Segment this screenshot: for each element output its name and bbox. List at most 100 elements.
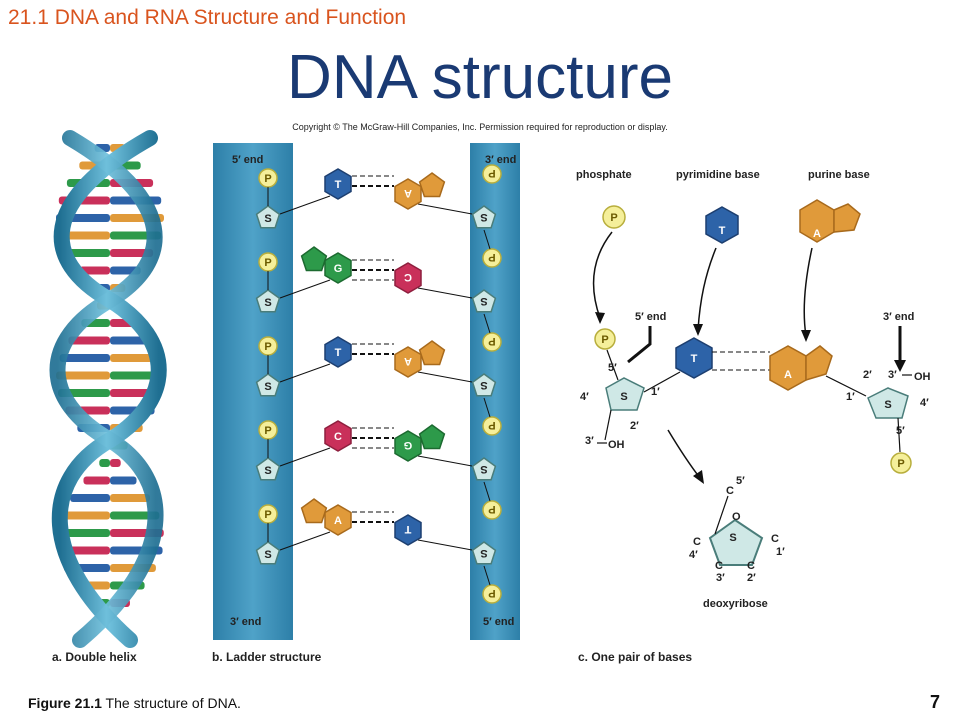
base-symbol: A bbox=[404, 355, 412, 367]
double-helix bbox=[49, 130, 167, 648]
deoxyribose-c5: C bbox=[726, 485, 734, 497]
base-C: C bbox=[394, 262, 422, 294]
pair-thymine bbox=[675, 337, 713, 379]
base-symbol: G bbox=[334, 263, 343, 275]
deoxyribose-prime-3: 3′ bbox=[716, 572, 725, 584]
phosphate-symbol: P bbox=[488, 251, 495, 263]
pair-right-sugar-symbol: S bbox=[884, 399, 891, 411]
ladder-sugar: S bbox=[471, 457, 497, 481]
ladder-phosphate: P bbox=[258, 420, 278, 440]
phosphate-symbol: P bbox=[488, 503, 495, 515]
left-sugar-oh: OH bbox=[608, 439, 625, 451]
base-symbol: G bbox=[404, 439, 413, 451]
ladder-phosphate: P bbox=[482, 332, 502, 352]
base-A: A bbox=[300, 498, 352, 536]
page-number: 7 bbox=[929, 692, 940, 712]
ladder-right-top-label: 3′ end bbox=[485, 154, 516, 166]
ladder-phosphate: P bbox=[258, 336, 278, 356]
right-sugar-oh: OH bbox=[914, 371, 931, 383]
phosphate-symbol: P bbox=[488, 335, 495, 347]
pair-left-sugar bbox=[605, 377, 645, 411]
left-sugar-prime-5: 5′ bbox=[608, 362, 617, 374]
left-backbone bbox=[213, 143, 293, 640]
base-symbol: C bbox=[404, 271, 412, 283]
left-sugar-prime-2: 2′ bbox=[630, 420, 639, 432]
deoxyribose-s-symbol: S bbox=[729, 532, 736, 544]
phosphate-symbol: P bbox=[264, 341, 271, 353]
ladder-phosphate: P bbox=[258, 252, 278, 272]
base-symbol: A bbox=[334, 515, 342, 527]
base-G: G bbox=[394, 424, 446, 462]
ladder-sugar: S bbox=[255, 541, 281, 565]
helix-rung bbox=[58, 231, 162, 240]
ladder-right-bottom-label: 5′ end bbox=[483, 616, 514, 628]
base-A: A bbox=[394, 172, 446, 210]
deoxyribose-oxygen: O bbox=[732, 511, 741, 523]
slide-title: DNA structure bbox=[287, 43, 673, 112]
base-T: T bbox=[324, 168, 352, 200]
right-sugar-prime-5: 5′ bbox=[896, 425, 905, 437]
phosphate-symbol: P bbox=[488, 419, 495, 431]
sugar-symbol: S bbox=[264, 549, 271, 561]
helix-strand-1 bbox=[51, 130, 167, 648]
base-symbol: A bbox=[404, 187, 412, 199]
pair-left-end-label: 5′ end bbox=[635, 311, 666, 323]
figure-number: Figure 21.1 bbox=[28, 695, 102, 711]
ladder-sugar: S bbox=[255, 205, 281, 229]
phosphate-symbol: P bbox=[264, 173, 271, 185]
ladder-phosphate: P bbox=[482, 584, 502, 604]
copyright-notice: Copyright © The McGraw-Hill Companies, I… bbox=[292, 122, 668, 132]
base-symbol: T bbox=[335, 179, 342, 191]
pair-adenine-symbol: A bbox=[784, 369, 792, 381]
deoxyribose-prime-2: 2′ bbox=[747, 572, 756, 584]
sugar-symbol: S bbox=[264, 297, 271, 309]
helix-rung bbox=[68, 336, 152, 345]
legend-phosphate: P bbox=[602, 205, 626, 229]
pair-left-sugar-symbol: S bbox=[620, 391, 627, 403]
ladder-phosphate: P bbox=[258, 504, 278, 524]
caption-double-helix: a. Double helix bbox=[52, 650, 137, 664]
legend-purine: A bbox=[799, 199, 861, 243]
ladder-sugar: S bbox=[471, 205, 497, 229]
phosphate-symbol: P bbox=[264, 425, 271, 437]
deoxyribose-prime-5: 5′ bbox=[736, 475, 745, 487]
phosphate-symbol: P bbox=[488, 167, 495, 179]
purine-label: purine base bbox=[808, 169, 870, 181]
base-symbol: C bbox=[334, 431, 342, 443]
section-title: 21.1 DNA and RNA Structure and Function bbox=[8, 6, 407, 29]
pair-right-phosphate bbox=[890, 452, 912, 474]
base-T: T bbox=[394, 514, 422, 546]
left-sugar-prime-1: 1′ bbox=[651, 386, 660, 398]
ladder-sugar: S bbox=[255, 289, 281, 313]
deoxyribose-c2: C bbox=[747, 560, 755, 572]
ladder-left-bottom-label: 3′ end bbox=[230, 616, 261, 628]
legend-phosphate-symbol: P bbox=[610, 212, 617, 224]
helix-rung bbox=[66, 249, 154, 257]
phosphate-label: phosphate bbox=[576, 169, 632, 181]
ladder-sugar: S bbox=[255, 457, 281, 481]
helix-rung bbox=[99, 459, 121, 467]
helix-rung bbox=[59, 354, 161, 362]
base-A: A bbox=[394, 340, 446, 378]
phosphate-symbol: P bbox=[264, 509, 271, 521]
ladder-phosphate: P bbox=[482, 500, 502, 520]
helix-rung bbox=[60, 511, 160, 520]
right-sugar-prime-3: 3′ bbox=[888, 369, 897, 381]
pair-right-phosphate-symbol: P bbox=[897, 458, 904, 470]
sugar-symbol: S bbox=[480, 547, 487, 559]
helix-rung bbox=[83, 476, 137, 485]
figure-caption: Figure 21.1 The structure of DNA. bbox=[28, 695, 241, 711]
deoxyribose-ring bbox=[708, 518, 764, 566]
ladder-sugar: S bbox=[471, 541, 497, 565]
phosphate-symbol: P bbox=[488, 587, 495, 599]
ladder-left-top-label: 5′ end bbox=[232, 154, 263, 166]
base-G: G bbox=[300, 246, 352, 284]
ladder-phosphate: P bbox=[482, 248, 502, 268]
base-symbol: T bbox=[335, 347, 342, 359]
sugar-symbol: S bbox=[480, 463, 487, 475]
legend-pyrimidine: T bbox=[705, 206, 739, 244]
helix-strand-2 bbox=[49, 130, 164, 648]
figure-text: The structure of DNA. bbox=[101, 695, 241, 711]
left-sugar-prime-4: 4′ bbox=[580, 391, 589, 403]
